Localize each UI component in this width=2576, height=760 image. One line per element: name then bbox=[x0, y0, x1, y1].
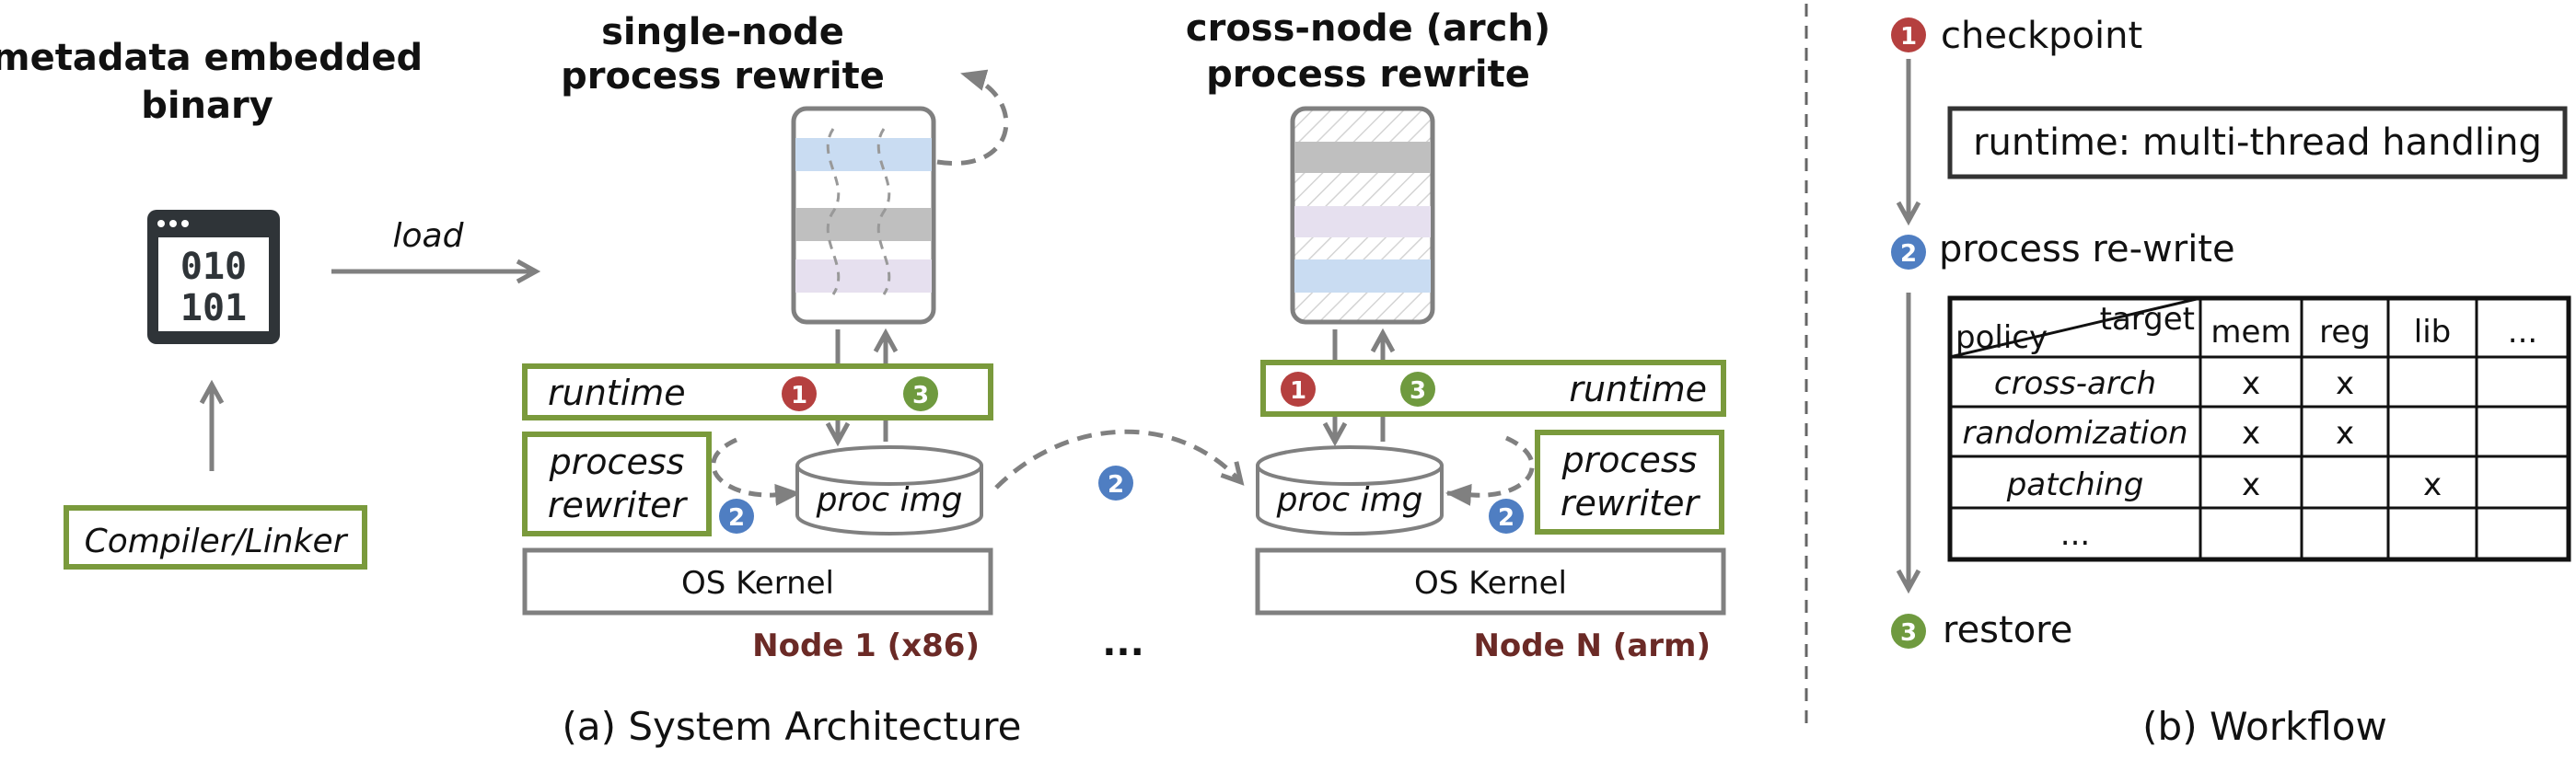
nodeN-checkpoint-badge-number: 1 bbox=[1290, 377, 1306, 405]
workflow-step2-badge-number: 2 bbox=[1900, 240, 1917, 268]
binary-title-line2: binary bbox=[141, 85, 273, 127]
nodeN-restore-badge bbox=[1400, 372, 1435, 407]
architecture-caption: (a) System Architecture bbox=[563, 704, 1022, 749]
nodeN-title-line2: process rewrite bbox=[1206, 53, 1530, 96]
workflow-step2-badge bbox=[1891, 235, 1926, 270]
table-cell: x bbox=[2242, 466, 2260, 503]
table-row-cross-arch-policy: cross-arch bbox=[1994, 365, 2156, 402]
node1-os-kernel-box bbox=[522, 547, 993, 616]
migration-badge-number: 2 bbox=[1108, 471, 1124, 499]
nodeN-rewriter-line1: process bbox=[1561, 440, 1698, 480]
node1-process-memory bbox=[791, 106, 936, 325]
node1-rewrite-badge bbox=[719, 499, 754, 534]
binary-title-line1: metadata embedded bbox=[0, 37, 423, 79]
node1-label: Node 1 (x86) bbox=[752, 628, 980, 664]
table-row-more-policy: ... bbox=[2060, 516, 2090, 553]
table-cell: x bbox=[2336, 415, 2354, 452]
workflow-checkpoint-label: checkpoint bbox=[1941, 15, 2142, 57]
workflow-runtime-box bbox=[1947, 106, 2568, 179]
table-header-more: ... bbox=[2508, 314, 2537, 351]
node1-checkpoint-badge-number: 1 bbox=[791, 382, 807, 409]
workflow-step3-badge bbox=[1891, 614, 1926, 649]
node1-rewriter-line1: process bbox=[549, 442, 685, 482]
nodeN-rewriter-loop bbox=[1445, 435, 1535, 506]
compiler-linker-label: Compiler/Linker bbox=[85, 523, 349, 560]
table-cell: x bbox=[2242, 365, 2260, 402]
node1-checkpoint-badge bbox=[782, 376, 817, 411]
table-cell: x bbox=[2242, 415, 2260, 452]
node1-restore-badge-number: 3 bbox=[912, 382, 929, 409]
load-label: load bbox=[393, 217, 465, 255]
node1-runtime-label: runtime bbox=[548, 373, 686, 413]
nodeN-proc-img-label: proc img bbox=[1276, 481, 1423, 519]
table-cell: x bbox=[2336, 365, 2354, 402]
nodeN-rewriter-line2: rewriter bbox=[1561, 483, 1701, 524]
table-header-lib: lib bbox=[2414, 314, 2451, 351]
node1-proc-img-label: proc img bbox=[816, 481, 963, 519]
node1-proc-img-cylinder bbox=[795, 445, 983, 535]
migration-badge bbox=[1098, 466, 1133, 501]
policy-table bbox=[1947, 295, 2571, 562]
node1-process-rewriter-box bbox=[522, 432, 712, 536]
binary-glyph-line2: 101 bbox=[180, 287, 247, 329]
nodes-ellipsis: ... bbox=[1102, 622, 1144, 664]
nodeN-rewrite-badge bbox=[1489, 499, 1524, 534]
workflow-caption: (b) Workflow bbox=[2142, 704, 2387, 749]
nodeN-title-line1: cross-node (arch) bbox=[1186, 7, 1550, 50]
nodeN-runtime-label: runtime bbox=[1569, 369, 1707, 409]
node1-self-rewrite-loop bbox=[936, 69, 1009, 166]
binary-glyph-line1: 010 bbox=[180, 246, 247, 288]
nodeN-restore-badge-number: 3 bbox=[1410, 377, 1426, 405]
nodeN-process-memory bbox=[1290, 106, 1435, 325]
table-row-patching-policy: patching bbox=[2006, 466, 2144, 503]
nodeN-os-kernel-label: OS Kernel bbox=[1414, 565, 1567, 602]
node1-restore-badge bbox=[903, 376, 938, 411]
node1-title-line2: process rewrite bbox=[561, 55, 885, 98]
workflow-rewrite-label: process re-write bbox=[1939, 228, 2235, 271]
workflow-step3-badge-number: 3 bbox=[1900, 619, 1917, 647]
nodeN-checkpoint-badge bbox=[1281, 372, 1316, 407]
compiler-linker-box bbox=[64, 505, 367, 570]
nodeN-process-rewriter-box bbox=[1535, 430, 1724, 535]
table-header-mem: mem bbox=[2210, 314, 2291, 351]
nodeN-label: Node N (arm) bbox=[1473, 628, 1711, 664]
nodeN-os-kernel-box bbox=[1255, 547, 1726, 616]
workflow-step1-badge-number: 1 bbox=[1900, 23, 1917, 51]
table-cell: x bbox=[2423, 466, 2442, 503]
node1-rewrite-badge-number: 2 bbox=[728, 504, 745, 532]
nodeN-rewrite-badge-number: 2 bbox=[1498, 504, 1514, 532]
table-corner-policy: policy bbox=[1955, 319, 2048, 356]
node1-rewriter-loop bbox=[711, 437, 801, 506]
workflow-restore-label: restore bbox=[1943, 609, 2072, 651]
nodeN-proc-img-cylinder bbox=[1256, 445, 1444, 535]
node1-title-line1: single-node bbox=[601, 11, 844, 53]
table-corner-target: target bbox=[2100, 301, 2195, 338]
binary-code-window-icon: 010 101 bbox=[147, 210, 280, 344]
nodeN-runtime-box bbox=[1260, 360, 1726, 417]
table-header-reg: reg bbox=[2319, 314, 2371, 351]
workflow-step1-badge bbox=[1891, 17, 1926, 52]
node1-rewriter-line2: rewriter bbox=[548, 485, 689, 525]
workflow-runtime-label: runtime: multi-thread handling bbox=[1973, 121, 2542, 164]
table-row-randomization-policy: randomization bbox=[1962, 415, 2187, 452]
node1-os-kernel-label: OS Kernel bbox=[681, 565, 834, 602]
